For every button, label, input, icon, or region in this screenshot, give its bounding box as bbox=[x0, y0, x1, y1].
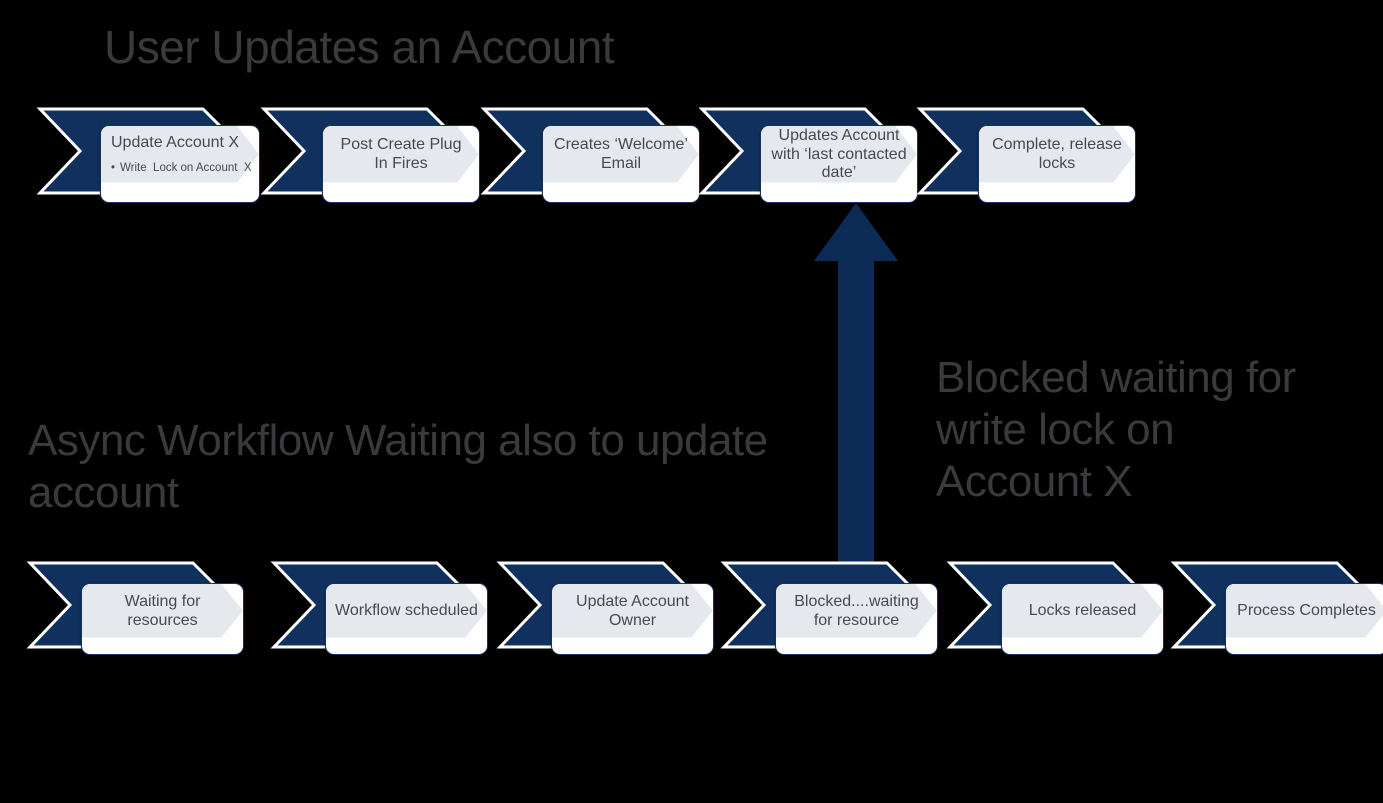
card-title: Workflow scheduled bbox=[335, 602, 478, 620]
card-band-shape bbox=[323, 126, 479, 183]
card-text-block: Update Account X • Write Lock on Account X bbox=[101, 126, 259, 184]
card-band-shape bbox=[761, 126, 917, 183]
card-text-block: Process Completes bbox=[1226, 584, 1383, 639]
card-title: Waiting for resources bbox=[124, 592, 201, 629]
card-band-shape bbox=[82, 584, 243, 638]
step-card[interactable]: Complete, release locks bbox=[978, 125, 1136, 203]
card-title: Process Completes bbox=[1237, 602, 1376, 620]
card-title: Updates Account with ‘last contacted dat… bbox=[771, 126, 907, 182]
up-arrow-icon bbox=[806, 203, 906, 563]
card-text-block: Update Account Owner bbox=[552, 584, 713, 639]
card-title: Locks released bbox=[1028, 602, 1137, 620]
card-text-block: Post Create Plug In Fires bbox=[323, 126, 479, 184]
process-step-waiting-for-resources[interactable]: Waiting for resources bbox=[26, 561, 244, 739]
card-title: Post Create Plug In Fires bbox=[340, 136, 462, 172]
card-text-block: Blocked....waiting for resource bbox=[776, 584, 937, 639]
card-band-shape bbox=[552, 584, 713, 638]
card-band-shape bbox=[326, 584, 487, 638]
step-card[interactable]: Creates ‘Welcome’ Email bbox=[542, 125, 700, 203]
process-step-locks-released[interactable]: Locks released bbox=[946, 561, 1164, 739]
process-step-process-completes[interactable]: Process Completes bbox=[1170, 561, 1383, 739]
card-band-shape bbox=[776, 584, 937, 638]
card-text-block: Locks released bbox=[1002, 584, 1163, 639]
step-card[interactable]: Blocked....waiting for resource bbox=[775, 583, 938, 655]
card-text-block: Updates Account with ‘last contacted dat… bbox=[761, 126, 917, 184]
step-card[interactable]: Post Create Plug In Fires bbox=[322, 125, 480, 203]
card-text-block: Complete, release locks bbox=[979, 126, 1135, 184]
process-step-updates-account-last-contacted-date[interactable]: Updates Account with ‘last contacted dat… bbox=[698, 107, 918, 287]
card-band-shape bbox=[1226, 584, 1383, 638]
step-card[interactable]: Workflow scheduled bbox=[325, 583, 488, 655]
card-bullet: • Write Lock on Account X bbox=[111, 162, 252, 176]
step-card[interactable]: Update Account Owner bbox=[551, 583, 714, 655]
card-band-shape bbox=[543, 126, 699, 183]
card-title: Creates ‘Welcome’ Email bbox=[554, 136, 688, 172]
card-title: Blocked....waiting for resource bbox=[794, 592, 919, 629]
process-step-complete-release-locks[interactable]: Complete, release locks bbox=[916, 107, 1136, 287]
blocked-annotation-label: Blocked waiting for write lock on Accoun… bbox=[936, 353, 1308, 506]
card-band-shape bbox=[101, 126, 259, 183]
card-text-block: Waiting for resources bbox=[82, 584, 243, 639]
bullet-dot-icon: • bbox=[111, 161, 116, 174]
step-card[interactable]: Process Completes bbox=[1225, 583, 1383, 655]
process-step-creates-welcome-email[interactable]: Creates ‘Welcome’ Email bbox=[480, 107, 700, 287]
card-title: Update Account X bbox=[111, 134, 240, 151]
process-step-post-create-plug-in-fires[interactable]: Post Create Plug In Fires bbox=[260, 107, 480, 287]
step-card[interactable]: Locks released bbox=[1001, 583, 1164, 655]
process-step-update-account-owner[interactable]: Update Account Owner bbox=[496, 561, 714, 739]
card-text-block: Workflow scheduled bbox=[326, 584, 487, 639]
process-step-workflow-scheduled[interactable]: Workflow scheduled bbox=[270, 561, 488, 739]
page-title: User Updates an Account bbox=[104, 21, 615, 73]
card-band-shape bbox=[979, 126, 1135, 183]
card-title: Update Account Owner bbox=[576, 592, 689, 629]
card-band-shape bbox=[1002, 584, 1163, 638]
async-workflow-label: Async Workflow Waiting also to update ac… bbox=[28, 416, 780, 517]
process-step-update-account-x[interactable]: Update Account X • Write Lock on Account X bbox=[36, 107, 260, 287]
card-bullet-text: Write Lock on Account X bbox=[120, 161, 252, 174]
card-title: Complete, release locks bbox=[992, 136, 1122, 172]
step-card[interactable]: Updates Account with ‘last contacted dat… bbox=[760, 125, 918, 203]
step-card[interactable]: Update Account X • Write Lock on Account X bbox=[100, 125, 260, 203]
process-step-blocked-waiting-for-resource[interactable]: Blocked....waiting for resource bbox=[720, 561, 938, 739]
step-card[interactable]: Waiting for resources bbox=[81, 583, 244, 655]
card-text-block: Creates ‘Welcome’ Email bbox=[543, 126, 699, 184]
